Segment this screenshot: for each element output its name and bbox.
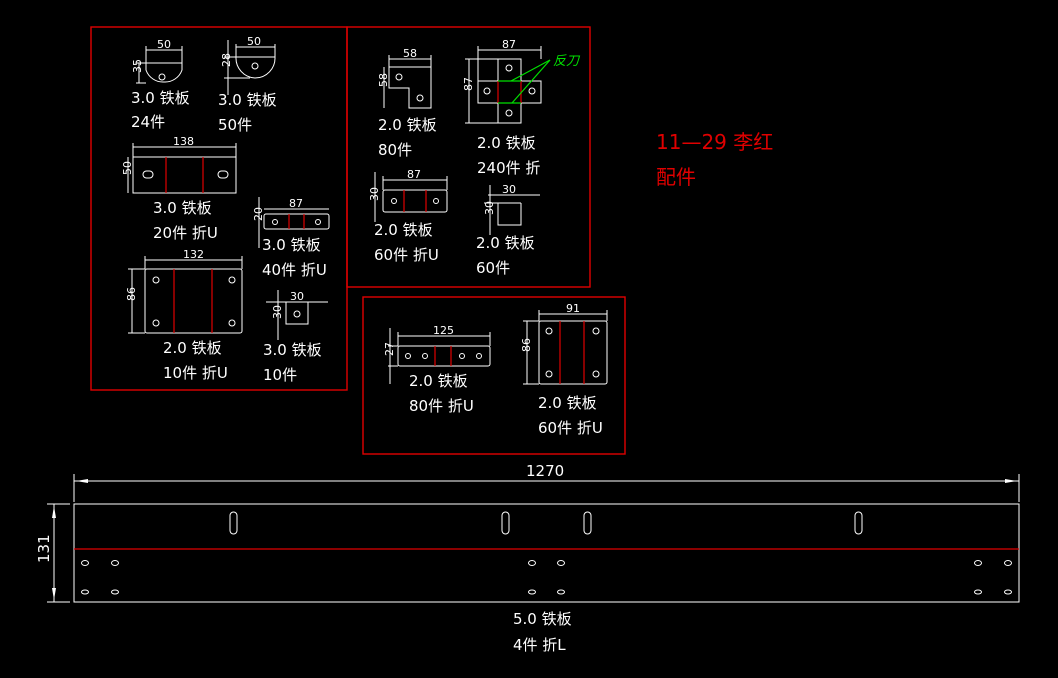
part-spec: 2.0 铁板 [477,134,536,152]
part-spec: 2.0 铁板 [476,234,535,252]
part-9: 87 30 2.0 铁板 60件 折U [368,168,448,264]
note-date-author: 11—29 李红 [656,130,773,154]
part-qty: 60件 折U [374,246,439,264]
dim-height: 35 [131,59,144,73]
dim-height: 30 [483,201,496,215]
dim-width: 50 [157,38,171,51]
dim-height: 30 [368,187,381,201]
part-2: 50 28 3.0 铁板 50件 [218,35,277,134]
part-qty: 80件 [378,141,412,159]
part-spec: 3.0 铁板 [131,89,190,107]
dim-length: 1270 [526,462,564,480]
part-7: 58 58 2.0 铁板 80件 [377,47,437,159]
dim-height: 30 [271,305,284,319]
dim-height: 20 [252,207,265,221]
dim-width: 87 [502,38,516,51]
part-11: 125 27 2.0 铁板 80件 折U [383,324,491,415]
dim-height: 28 [220,53,233,67]
dim-width: 87 [289,197,303,210]
note-title: 配件 [656,165,696,189]
part-spec: 5.0 铁板 [513,610,572,628]
part-4: 87 20 3.0 铁板 40件 折U [252,197,330,279]
part-spec: 3.0 铁板 [218,91,277,109]
dim-height: 86 [520,338,533,352]
dim-height: 86 [125,287,138,301]
part-qty: 10件 折U [163,364,228,382]
part-qty: 40件 折U [262,261,327,279]
dim-width: 91 [566,302,580,315]
dim-height: 27 [383,342,396,356]
part-qty: 60件 [476,259,510,277]
part-qty: 20件 折U [153,224,218,242]
part-1: 50 35 3.0 铁板 24件 [131,38,190,131]
part-qty: 10件 [263,366,297,384]
part-12: 91 86 2.0 铁板 60件 折U [520,302,608,437]
dim-width: 132 [183,248,204,261]
part-spec: 3.0 铁板 [263,341,322,359]
part-qty: 4件 折L [513,636,566,654]
part-spec: 2.0 铁板 [409,372,468,390]
dim-width: 30 [502,183,516,196]
part-5: 132 86 2.0 铁板 10件 折U [125,248,243,382]
part-qty: 50件 [218,116,252,134]
part-10: 30 30 2.0 铁板 60件 [476,183,540,277]
part-qty: 240件 折 [477,159,540,177]
part-qty: 60件 折U [538,419,603,437]
dim-width: 138 [173,135,194,148]
annotation-text: 反刀 [553,54,581,69]
part-spec: 2.0 铁板 [378,116,437,134]
dim-height: 58 [377,73,390,87]
dim-height: 131 [35,534,53,563]
dim-width: 50 [247,35,261,48]
dim-width: 87 [407,168,421,181]
part-8: 反刀 87 87 2.0 铁板 240件 折 [462,38,581,177]
part-6: 30 30 3.0 铁板 10件 [263,290,328,384]
part-spec: 2.0 铁板 [163,339,222,357]
part-3: 138 50 3.0 铁板 20件 折U [121,135,237,242]
dim-height: 50 [121,161,134,175]
dim-height: 87 [462,77,475,91]
part-spec: 3.0 铁板 [262,236,321,254]
part-qty: 24件 [131,113,165,131]
part-spec: 3.0 铁板 [153,199,212,217]
bar-holes [81,560,1012,595]
part-spec: 2.0 铁板 [538,394,597,412]
group-frame-bottom [362,296,626,455]
part-spec: 2.0 铁板 [374,221,433,239]
part-qty: 80件 折U [409,397,474,415]
dim-width: 125 [433,324,454,337]
dim-width: 58 [403,47,417,60]
group-frame-middle [346,26,591,288]
part-13: 1270 131 5.0 铁板 4件 折L [35,462,1020,654]
dim-width: 30 [290,290,304,303]
